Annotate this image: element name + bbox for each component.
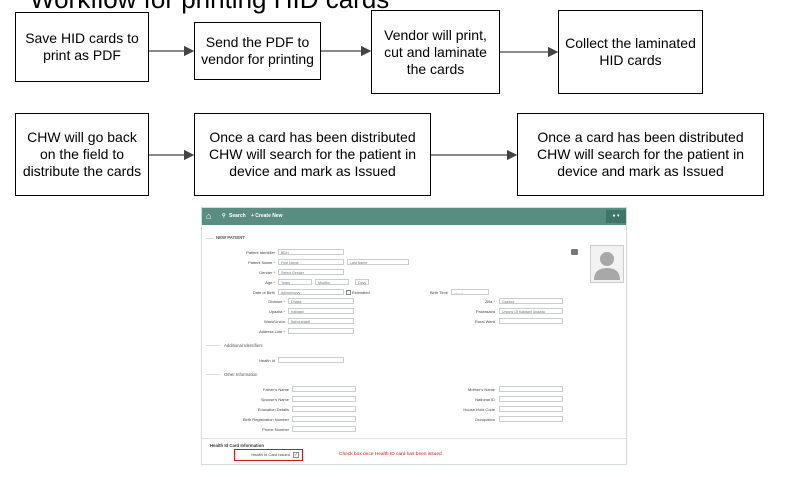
education-select[interactable]: [292, 406, 356, 412]
paurasava-input[interactable]: Unions Of Kaliganj Upazila: [499, 308, 563, 314]
user-menu-button[interactable]: ● ▾: [606, 210, 626, 223]
highlight-box: [234, 449, 303, 461]
step-collect-cards: Collect the laminated HID cards: [558, 10, 703, 94]
birth-registration-input[interactable]: [292, 416, 356, 422]
label-birth-registration: Birth Registration Number: [242, 417, 289, 422]
divider-new-patient: [206, 238, 214, 239]
label-address-line: Address Line *: [258, 329, 285, 334]
age-years-input[interactable]: Years: [278, 279, 312, 285]
label-rural-ward: Rural Ward: [474, 319, 495, 324]
user-icon: ●: [612, 213, 616, 219]
label-estimated: Estimated: [352, 290, 370, 295]
step-mark-issued-2: Once a card has been distributed CHW wil…: [517, 113, 764, 196]
label-health-id: Health Id: [258, 358, 275, 363]
dob-input[interactable]: dd/mm/yyyy: [278, 289, 344, 295]
step-vendor-print: Vendor will print, cut and laminate the …: [371, 10, 500, 94]
label-patient-name: Patient Name *: [248, 260, 275, 265]
gender-select[interactable]: Select Gender: [278, 269, 344, 275]
step-distribute: CHW will go back on the field to distrib…: [15, 113, 149, 196]
label-health-id-card-issued: Health Id Card Issued: [251, 452, 290, 457]
label-gender: Gender *: [258, 270, 275, 275]
app-screenshot: ⌂ ⚲ Search + Create New ● ▾ NEW PATIENT …: [201, 207, 627, 465]
label-fathers-name: Father's Name: [262, 387, 289, 392]
label-education: Education Details: [257, 407, 289, 412]
household-code-input[interactable]: [499, 406, 563, 412]
birth-time-input[interactable]: --:-- --: [451, 289, 489, 295]
nav-create-new[interactable]: + Create New: [251, 213, 283, 219]
section-new-patient: NEW PATIENT: [216, 235, 245, 240]
search-icon: ⚲: [222, 213, 226, 219]
label-birth-time: Birth Time: [429, 290, 448, 295]
label-spouses-name: Spouse's Name: [260, 397, 289, 402]
patient-photo: [590, 245, 624, 283]
section-health-id-card: Health Id Card Information: [210, 443, 264, 448]
label-phone-number: Phone Number: [262, 427, 289, 432]
fathers-name-input[interactable]: [292, 386, 356, 392]
label-ward-union: Ward/Union: [264, 319, 285, 324]
divider-health-card: [202, 438, 626, 439]
estimated-checkbox[interactable]: [346, 290, 351, 295]
rural-ward-input[interactable]: [499, 318, 563, 324]
home-icon[interactable]: ⌂: [206, 211, 212, 221]
label-national-id: National ID: [475, 397, 495, 402]
health-id-card-issued-checkbox[interactable]: ✓: [293, 452, 299, 458]
age-months-input[interactable]: Months: [315, 279, 349, 285]
app-navbar: ⌂ ⚲ Search + Create New ● ▾: [202, 208, 626, 225]
address-line-input[interactable]: [288, 328, 354, 334]
user-silhouette-icon: [594, 252, 620, 280]
mothers-name-input[interactable]: [499, 386, 563, 392]
label-patient-identifier: Patient Identifier: [246, 250, 275, 255]
label-upazila: Upazila *: [268, 309, 285, 314]
spouses-name-input[interactable]: [292, 396, 356, 402]
label-division: Division *: [268, 299, 285, 304]
last-name-input[interactable]: Last Name: [347, 259, 409, 265]
phone-number-input[interactable]: [292, 426, 356, 432]
first-name-input[interactable]: First Name: [278, 259, 344, 265]
health-id-input[interactable]: [278, 357, 344, 363]
occupation-select[interactable]: [499, 416, 563, 422]
section-additional-identifiers: Additional Identifiers: [224, 343, 263, 348]
ward-union-input[interactable]: Bahoraniadi: [288, 318, 354, 324]
label-paurasava: Paurasava: [475, 309, 495, 314]
label-dob: Date of Birth: [252, 290, 275, 295]
patient-identifier-select[interactable]: BDH: [278, 249, 344, 255]
diagram-title: Workflow for printing HID cards: [30, 0, 389, 15]
zilla-input[interactable]: Gazipur: [499, 298, 563, 304]
chevron-down-icon: ▾: [616, 213, 620, 219]
national-id-input[interactable]: [499, 396, 563, 402]
nav-search[interactable]: Search: [229, 213, 246, 219]
label-mothers-name: Mother's Name: [468, 387, 495, 392]
section-other-information: Other Information: [224, 372, 258, 377]
label-household-code: House Hold Code: [463, 407, 495, 412]
label-zilla: Zilla *: [484, 299, 495, 304]
age-days-input[interactable]: Days: [355, 279, 369, 285]
step-send-vendor: Send the PDF to vendor for printing: [194, 22, 321, 80]
label-occupation: Occupation: [474, 417, 495, 422]
annotation-text: Check box once Health ID card has been i…: [339, 452, 442, 457]
upazila-input[interactable]: Kaliganj: [288, 308, 354, 314]
step-mark-issued-1: Once a card has been distributed CHW wil…: [194, 113, 431, 196]
divider-additional: [206, 345, 220, 346]
label-age: Age *: [265, 280, 275, 285]
division-input[interactable]: Dhaka: [288, 298, 354, 304]
divider-other: [206, 374, 220, 375]
camera-icon[interactable]: [571, 249, 578, 255]
step-save-pdf: Save HID cards to print as PDF: [15, 12, 149, 82]
